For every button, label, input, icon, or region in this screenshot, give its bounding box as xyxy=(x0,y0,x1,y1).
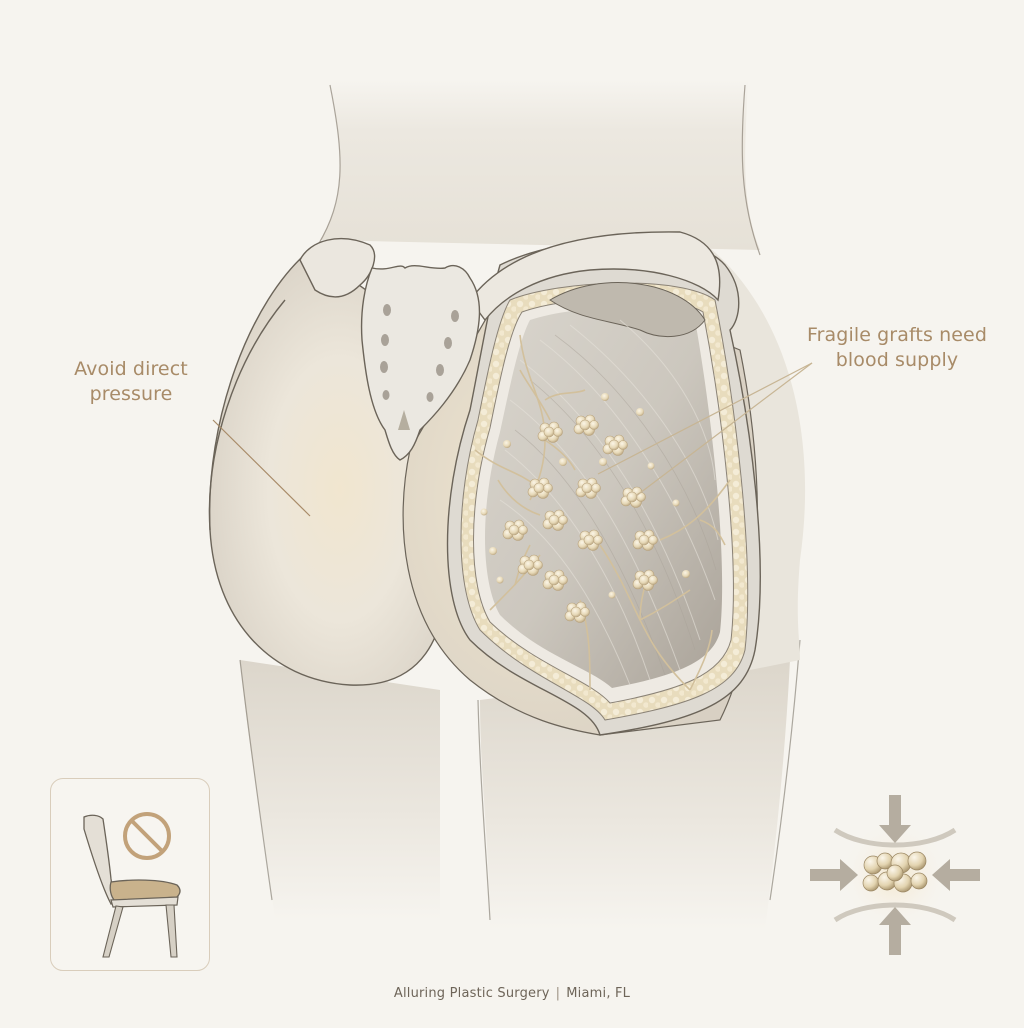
gluteus-muscle xyxy=(485,307,723,688)
right-callout-pointer-1 xyxy=(597,362,813,475)
graft-blood-supply-callout: Fragile grafts need blood supply xyxy=(792,323,1002,373)
avoid-pressure-callout: Avoid direct pressure xyxy=(58,357,204,407)
right-callout-pointer-2 xyxy=(635,362,813,497)
right-thigh xyxy=(480,660,790,930)
footer-credit: Alluring Plastic Surgery | Miami, FL xyxy=(0,986,1024,1001)
no-sitting-chair-icon xyxy=(83,812,181,958)
compression-arrows xyxy=(810,795,980,955)
callout-right-line2: blood supply xyxy=(835,349,959,371)
callout-right-line1: Fragile grafts need xyxy=(807,324,987,346)
location: Miami, FL xyxy=(566,986,631,1001)
footer-separator: | xyxy=(555,986,561,1001)
left-callout-pointer xyxy=(212,419,311,517)
fat-graft-clusters xyxy=(480,393,690,623)
prohibition-sign-icon xyxy=(123,812,171,860)
right-iliac-crest xyxy=(469,231,721,322)
no-sitting-card xyxy=(50,778,210,971)
brand-name: Alluring Plastic Surgery xyxy=(393,986,550,1001)
fat-compression-icon xyxy=(805,785,985,965)
callout-left-line2: pressure xyxy=(89,383,173,405)
fat-cluster xyxy=(862,851,928,893)
sacrum xyxy=(360,264,481,461)
torso xyxy=(320,80,760,250)
callout-left-line1: Avoid direct xyxy=(74,358,188,380)
left-iliac-crest xyxy=(299,238,376,298)
sacral-foramina xyxy=(380,304,459,402)
left-thigh xyxy=(240,660,440,920)
